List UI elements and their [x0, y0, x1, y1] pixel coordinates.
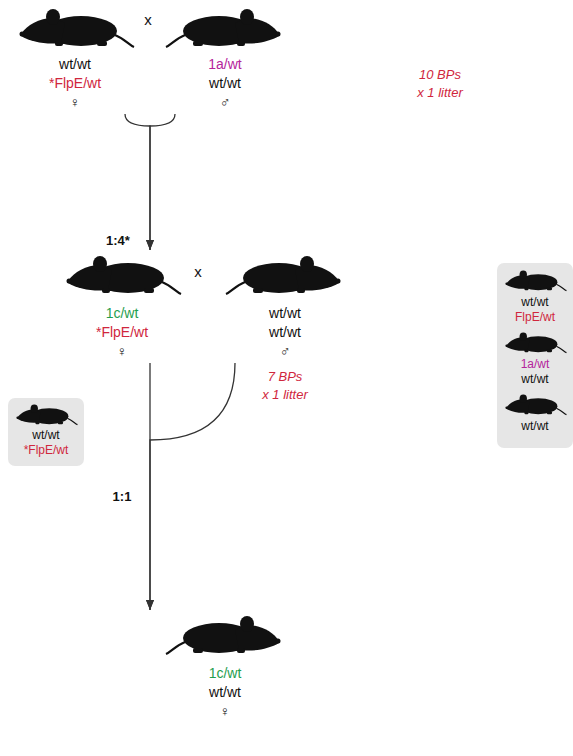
genotype-text: wt/wt [225, 323, 345, 342]
breeding-note: 10 BPs [400, 66, 480, 83]
genotype-text: wt/wt [165, 74, 285, 93]
genotype-text: ♀ [15, 93, 135, 112]
breeding-note: x 1 litter [245, 386, 325, 403]
genotype-text: wt/wt [8, 428, 84, 443]
parent-genotype: wt/wt*FlpE/wt♀ [15, 5, 135, 112]
genotype-text: 1c/wt [62, 304, 182, 323]
genotype-text: wt/wt [15, 55, 135, 74]
mouse-icon [505, 270, 566, 290]
parent-genotype: 1c/wt*FlpE/wt♀ [62, 252, 182, 361]
genotype-text: wt/wt [165, 683, 285, 702]
genotype-text: wt/wt [497, 372, 573, 387]
mouse-icon [166, 9, 281, 47]
offspring-panel [497, 263, 573, 448]
mouse-icon [16, 404, 77, 424]
genotype-text: wt/wt [497, 419, 573, 434]
mouse-icon [20, 9, 135, 47]
offspring-panel: wt/wt*FlpE/wt [8, 398, 84, 466]
genotype-text: FlpE/wt [497, 310, 573, 325]
genotype-text: ♂ [165, 93, 285, 112]
genotype-text: wt/wt [497, 295, 573, 310]
cross-symbol: x [188, 262, 208, 281]
breeding-arrow [150, 114, 175, 250]
mouse-icon [67, 256, 182, 294]
genotype-text: 1a/wt [165, 55, 285, 74]
offspring-panel: wt/wtFlpE/wt1a/wtwt/wtwt/wt [497, 263, 573, 448]
parent-genotype: 1a/wtwt/wt♂ [165, 5, 285, 112]
breeding-arrow [125, 114, 150, 250]
mouse-icon [226, 256, 341, 294]
mouse-icon [166, 616, 281, 654]
ratio-label: 1:1 [104, 488, 140, 505]
genotype-text: *FlpE/wt [15, 74, 135, 93]
breeding-arrow [150, 363, 235, 610]
offspring-genotype: wt/wt [497, 391, 573, 434]
offspring-genotype: wt/wtFlpE/wt [497, 267, 573, 325]
cross-symbol: x [138, 10, 158, 29]
genotype-text: 1a/wt [497, 357, 573, 372]
genotype-text: ♀ [62, 342, 182, 361]
parent-genotype: wt/wtwt/wt♂ [225, 252, 345, 361]
offspring-genotype: 1c/wtwt/wt♀ [165, 612, 285, 721]
mouse-icon [505, 332, 566, 352]
ratio-label: 1:4* [98, 232, 138, 249]
genotype-text: 1c/wt [165, 664, 285, 683]
genotype-text: *FlpE/wt [62, 323, 182, 342]
genotype-text: ♀ [165, 702, 285, 721]
offspring-genotype: 1a/wtwt/wt [497, 329, 573, 387]
genotype-text: ♂ [225, 342, 345, 361]
breeding-note: x 1 litter [400, 84, 480, 101]
breeding-note: 7 BPs [245, 368, 325, 385]
genotype-text: *FlpE/wt [8, 443, 84, 458]
offspring-panel [8, 398, 84, 466]
mouse-icon [505, 394, 566, 414]
genotype-text: wt/wt [225, 304, 345, 323]
